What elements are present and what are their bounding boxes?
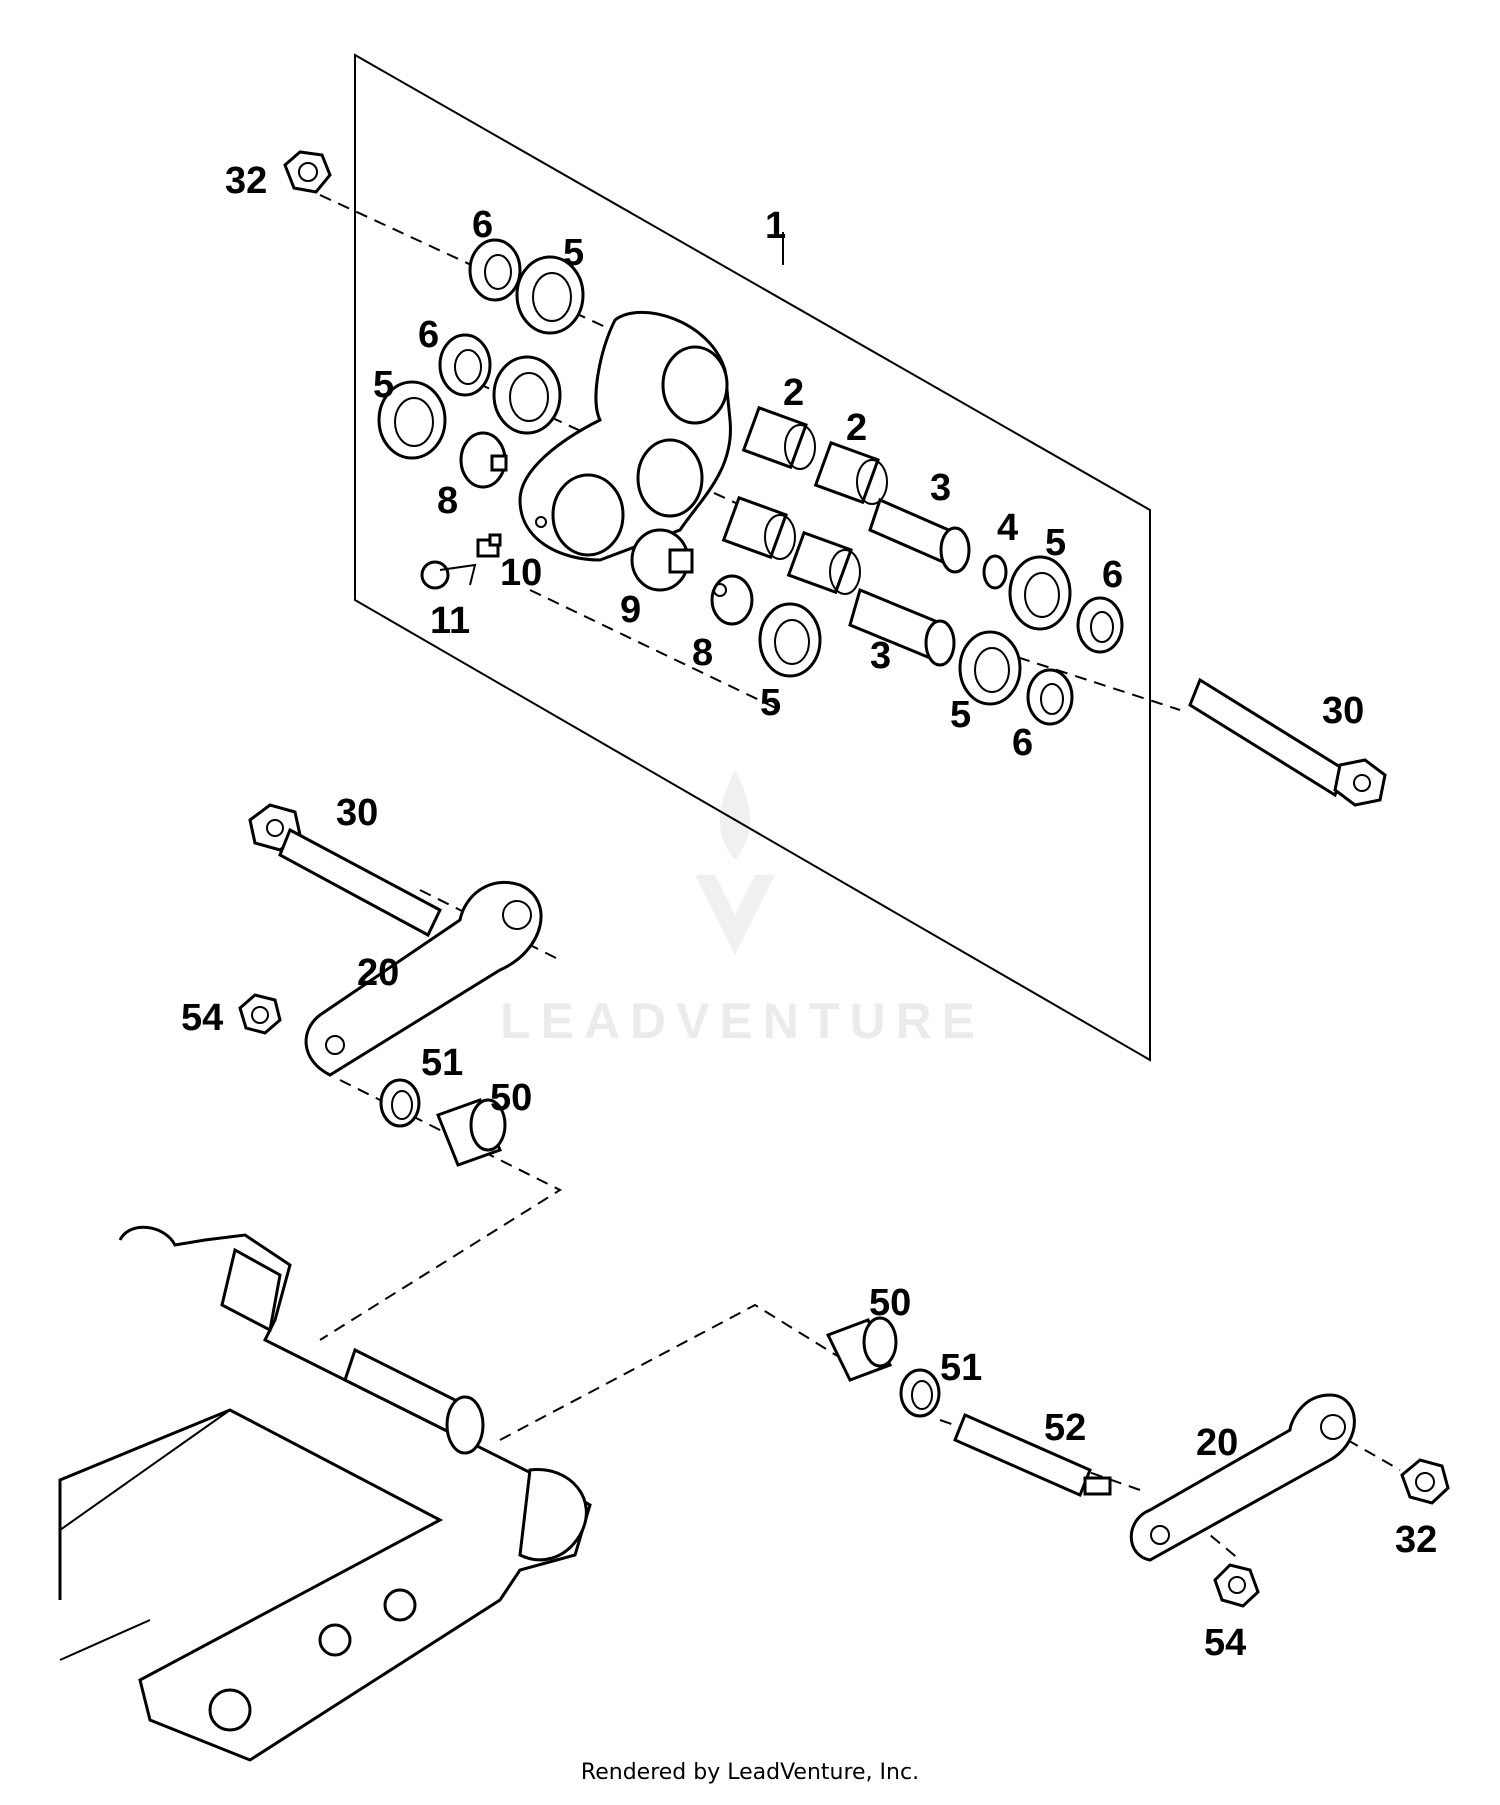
callout-54a: 54 [181,997,223,1039]
callout-6a: 6 [472,204,493,246]
callout-4: 4 [997,507,1018,549]
bushing-5-mid [492,355,562,435]
link-arm-20-left [304,880,543,1077]
sleeve-3-upper [868,497,971,574]
callout-9: 9 [620,589,641,631]
sleeve-3-lower [848,587,956,667]
callout-50b: 50 [869,1282,911,1324]
bearing-50-left [436,1098,507,1167]
bushing-5-left [377,380,447,460]
bolt-30-left [248,803,442,938]
ring-51-left [379,1078,421,1128]
callout-5a: 5 [563,232,584,274]
callout-8b: 8 [692,632,713,674]
callout-20b: 20 [1196,1422,1238,1464]
link-arm-20-right [1129,1393,1356,1562]
callout-50a: 50 [490,1077,532,1119]
leadventure-watermark-logo: LEADVENTURE [500,770,985,1049]
bushing-5-top [515,255,585,335]
callout-32a: 32 [225,160,267,202]
callout-2b: 2 [846,407,867,449]
bushing-5-right-upper [1008,555,1072,631]
callout-6b: 6 [418,314,439,356]
callout-3b: 3 [870,635,891,677]
swingarm [58,1225,592,1762]
callout-10: 10 [500,552,542,594]
seal-ring-6-mid [438,333,492,397]
bolt-30-right [1188,677,1387,807]
seal-ring-6-right-upper [1076,596,1124,654]
callout-5c: 5 [1045,522,1066,564]
spacer-8-left [459,431,508,489]
nut-54-right [1213,1563,1260,1608]
bearing-50-right [825,1316,898,1382]
pin-52 [953,1413,1112,1497]
bearing-9 [630,528,694,592]
nut-54-left [238,993,282,1035]
callout-54b: 54 [1204,1622,1246,1664]
circlip-4 [982,554,1008,590]
rocker-lever-1 [518,310,732,562]
needle-bearing-2b [813,440,888,505]
seal-ring-6-top [468,238,522,302]
callout-51b: 51 [940,1347,982,1389]
footer-credit: Rendered by LeadVenture, Inc. [580,1760,920,1785]
callout-labels: 1 2 2 3 3 4 5 5 5 5 5 6 6 6 6 8 8 9 10 1… [181,160,1437,1664]
callout-6c: 6 [1102,554,1123,596]
bushing-5-right-lower [958,630,1022,706]
callout-8a: 8 [437,480,458,522]
assembly-frame [354,53,1151,1062]
callout-11: 11 [430,600,470,642]
callout-52: 52 [1044,1407,1086,1449]
callout-1: 1 [765,205,786,247]
seal-ring-6-right-lower [1026,668,1074,726]
callout-5d: 5 [760,682,781,724]
needle-bearing-2d [786,530,861,595]
cap-11 [420,560,477,590]
needle-bearing-2c [721,495,796,560]
callout-30a: 30 [1322,690,1364,732]
callout-51a: 51 [421,1042,463,1084]
watermark-text: LEADVENTURE [500,993,985,1049]
nut-32-right [1400,1458,1450,1505]
callout-2a: 2 [783,372,804,414]
callout-5b: 5 [373,364,394,406]
nut-32-top [283,150,332,194]
needle-bearing-2a [741,405,816,470]
ring-51-right [899,1368,941,1418]
callout-32b: 32 [1395,1519,1437,1561]
callout-6d: 6 [1012,722,1033,764]
callout-20a: 20 [357,952,399,994]
callout-3a: 3 [930,467,951,509]
bushing-5-bottom [758,602,822,678]
callout-30b: 30 [336,792,378,834]
grease-nipple-10 [476,533,502,558]
callout-5e: 5 [950,694,971,736]
spacer-8-bottom [710,574,754,626]
